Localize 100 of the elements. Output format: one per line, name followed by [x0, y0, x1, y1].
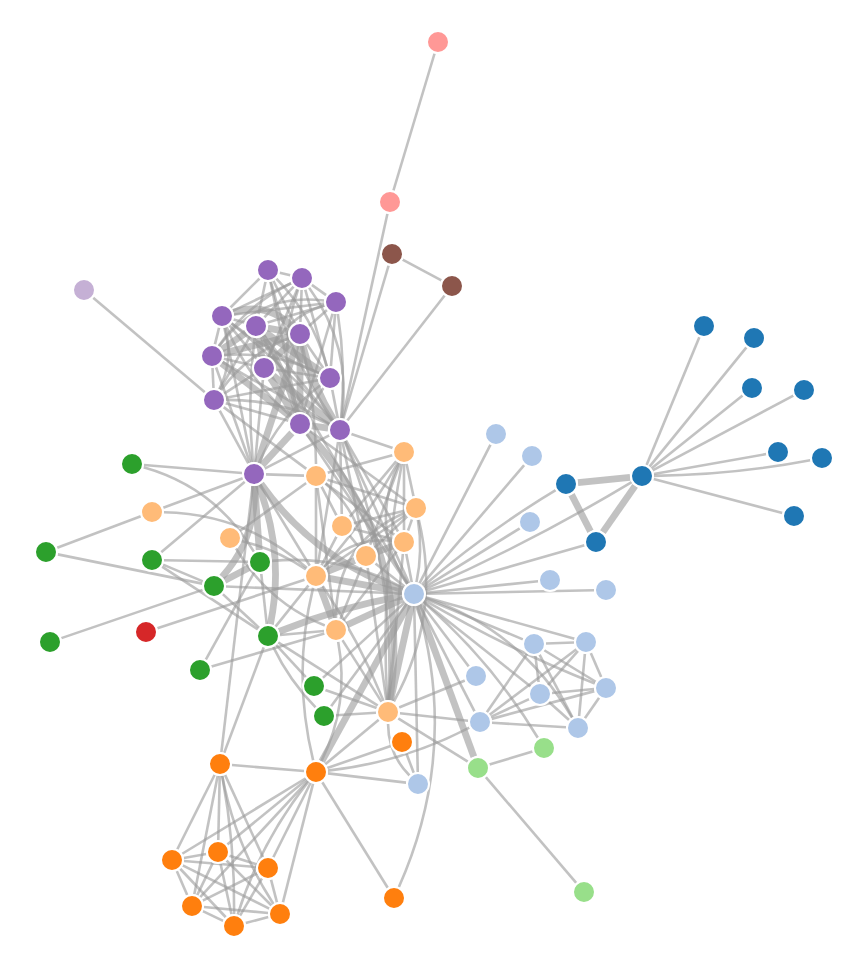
edge-line — [230, 322, 334, 422]
edge-line — [589, 652, 603, 678]
edge-line — [387, 605, 415, 701]
graph-node — [324, 618, 348, 642]
graph-node — [566, 716, 590, 740]
edge-line — [182, 864, 270, 910]
edge-line — [538, 654, 574, 718]
edge-line — [320, 486, 338, 516]
edge-line — [251, 485, 263, 551]
edge-line — [545, 641, 575, 645]
graph-node — [464, 664, 488, 688]
edge-line — [269, 281, 299, 413]
edge-line — [196, 862, 214, 896]
graph-node — [594, 676, 618, 700]
edge-line — [305, 387, 325, 415]
edge-line — [329, 313, 337, 367]
edge-line — [143, 463, 243, 475]
edge-line — [424, 481, 633, 591]
graph-node — [256, 624, 280, 648]
edge-line — [299, 344, 337, 422]
graph-node — [304, 564, 328, 588]
edge-line — [491, 689, 595, 721]
graph-node — [256, 258, 280, 282]
edge-line — [353, 527, 393, 541]
edge-line — [534, 655, 540, 683]
edge-line — [223, 353, 320, 375]
edge-line — [425, 595, 575, 641]
graph-node — [302, 674, 326, 698]
graph-node — [466, 756, 490, 780]
edge-line — [648, 346, 748, 468]
edge-line — [272, 646, 317, 709]
graph-node — [256, 856, 280, 880]
edge-line — [199, 779, 309, 899]
edge-line — [418, 444, 492, 584]
edge-line — [425, 588, 595, 596]
edge-line — [488, 648, 578, 716]
edge-line — [225, 585, 403, 595]
edge-line — [342, 550, 398, 622]
edge-line — [238, 877, 264, 917]
edge-line — [232, 281, 292, 313]
graph-node — [376, 700, 400, 724]
graph-node — [518, 510, 542, 534]
edge-line — [491, 721, 567, 729]
edge-line — [220, 485, 254, 753]
edge-line — [219, 863, 233, 915]
edge-line — [420, 464, 526, 586]
edge-line — [418, 604, 476, 712]
edge-line — [305, 433, 409, 585]
edge-line — [225, 326, 292, 418]
edge-line — [217, 282, 292, 347]
graph-node — [202, 574, 226, 598]
edge-line — [405, 463, 415, 497]
edge-line — [653, 452, 767, 476]
graph-node — [584, 530, 608, 554]
graph-node — [290, 266, 314, 290]
edge-line — [214, 366, 252, 464]
graph-node — [268, 902, 292, 926]
edge-line — [281, 783, 315, 903]
edge-line — [384, 463, 404, 701]
edge-line — [272, 782, 312, 858]
edge-line — [220, 775, 275, 905]
edge-line — [163, 511, 308, 570]
edge-line — [330, 602, 408, 708]
edge-line — [274, 584, 310, 628]
edge-line — [326, 744, 392, 770]
graph-node — [404, 496, 428, 520]
edge-line — [213, 327, 221, 345]
graph-node — [242, 462, 266, 486]
edge-line — [60, 588, 204, 640]
edge-line — [301, 345, 318, 464]
edge-line — [353, 509, 405, 525]
edge-line — [318, 602, 412, 764]
graph-node — [740, 376, 764, 400]
graph-node — [378, 190, 402, 214]
edge-line — [203, 905, 269, 915]
edge-line — [220, 775, 236, 914]
edge-line — [257, 384, 322, 464]
edge-line — [374, 562, 406, 588]
edge-line — [255, 484, 279, 625]
edge-line — [265, 473, 305, 477]
graph-node — [538, 568, 562, 592]
edge-line — [220, 329, 248, 353]
edge-line — [327, 478, 405, 506]
edge-line — [645, 336, 701, 466]
edge-line — [285, 288, 300, 413]
graph-node — [34, 540, 58, 564]
graph-node — [134, 620, 158, 644]
edge-line — [405, 752, 415, 774]
edge-line — [263, 330, 323, 374]
graph-node — [528, 682, 552, 706]
edge-line — [264, 434, 330, 470]
edge-line — [223, 646, 265, 754]
edge-line — [321, 601, 407, 679]
graph-node — [554, 472, 578, 496]
graph-node — [180, 894, 204, 918]
edge-line — [267, 304, 325, 324]
edge-line — [341, 441, 365, 545]
graph-node — [390, 730, 414, 754]
edge-line — [386, 723, 411, 777]
edge-line — [254, 344, 300, 464]
